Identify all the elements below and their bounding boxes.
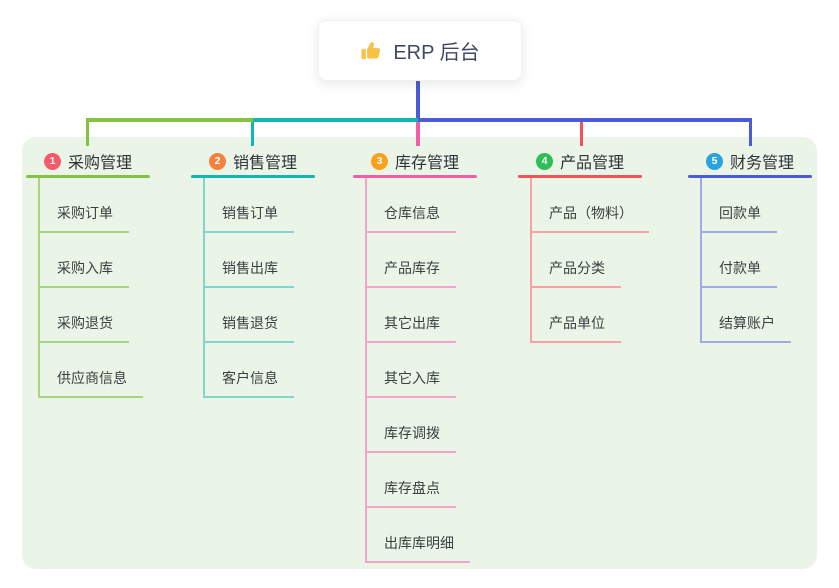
node-payment-order[interactable]: 付款单: [702, 233, 777, 288]
branch-title: 产品管理: [559, 155, 624, 172]
root-node-title: ERP 后台: [393, 42, 480, 64]
badge-3: 3: [370, 152, 388, 170]
bus-segment-green: [86, 118, 253, 122]
root-stem-connector: [416, 81, 420, 120]
node-other-outbound[interactable]: 其它出库: [367, 288, 456, 343]
mindmap-canvas-panel: [22, 137, 817, 569]
node-supplier-info[interactable]: 供应商信息: [40, 343, 143, 398]
branch-header-sales[interactable]: 2 销售管理: [191, 150, 315, 172]
branch-sales-management: 2 销售管理 销售订单 销售出库 销售退货 客户信息: [191, 150, 315, 398]
root-node-erp-backend[interactable]: ERP 后台: [318, 20, 522, 81]
branch-items: 采购订单 采购入库 采购退货 供应商信息: [38, 178, 150, 398]
branch-title: 采购管理: [67, 155, 132, 172]
node-purchase-order[interactable]: 采购订单: [40, 178, 129, 233]
branch-product-management: 4 产品管理 产品（物料） 产品分类 产品单位: [518, 150, 649, 343]
node-product-material[interactable]: 产品（物料）: [532, 178, 649, 233]
node-settlement-account[interactable]: 结算账户: [702, 288, 791, 343]
drop-connector-finance: [749, 118, 752, 146]
node-stock-transfer[interactable]: 库存调拨: [367, 398, 456, 453]
branch-items: 产品（物料） 产品分类 产品单位: [530, 178, 649, 343]
badge-4: 4: [535, 152, 553, 170]
badge-1: 1: [43, 152, 61, 170]
node-other-inbound[interactable]: 其它入库: [367, 343, 456, 398]
branch-header-product[interactable]: 4 产品管理: [518, 150, 642, 172]
branch-purchase-management: 1 采购管理 采购订单 采购入库 采购退货 供应商信息: [26, 150, 150, 398]
drop-connector-inventory: [416, 122, 420, 146]
node-product-category[interactable]: 产品分类: [532, 233, 621, 288]
branch-title: 销售管理: [232, 155, 297, 172]
branch-header-finance[interactable]: 5 财务管理: [688, 150, 812, 172]
node-purchase-inbound[interactable]: 采购入库: [40, 233, 129, 288]
node-product-stock[interactable]: 产品库存: [367, 233, 456, 288]
branch-header-inventory[interactable]: 3 库存管理: [353, 150, 477, 172]
drop-connector-purchase: [86, 118, 89, 146]
node-sales-order[interactable]: 销售订单: [205, 178, 294, 233]
branch-finance-management: 5 财务管理 回款单 付款单 结算账户: [688, 150, 812, 343]
drop-connector-product: [580, 122, 583, 146]
badge-2: 2: [208, 152, 226, 170]
branch-title: 库存管理: [394, 155, 459, 172]
branch-items: 销售订单 销售出库 销售退货 客户信息: [203, 178, 315, 398]
node-receipt-order[interactable]: 回款单: [702, 178, 777, 233]
branch-inventory-management: 3 库存管理 仓库信息 产品库存 其它出库 其它入库 库存调拨 库存盘点 出库库…: [353, 150, 477, 563]
node-customer-info[interactable]: 客户信息: [205, 343, 294, 398]
badge-5: 5: [705, 152, 723, 170]
node-purchase-return[interactable]: 采购退货: [40, 288, 129, 343]
branch-items: 仓库信息 产品库存 其它出库 其它入库 库存调拨 库存盘点 出库库明细: [365, 178, 477, 563]
branch-underline: [26, 175, 150, 178]
node-sales-outbound[interactable]: 销售出库: [205, 233, 294, 288]
branch-items: 回款单 付款单 结算账户: [700, 178, 812, 343]
branch-underline: [518, 175, 642, 178]
thumbs-up-icon: [360, 39, 383, 62]
node-warehouse-info[interactable]: 仓库信息: [367, 178, 456, 233]
node-outbound-detail[interactable]: 出库库明细: [367, 508, 470, 563]
drop-connector-sales: [251, 122, 254, 146]
node-product-unit[interactable]: 产品单位: [532, 288, 621, 343]
bus-segment-blue: [418, 118, 752, 122]
branch-title: 财务管理: [729, 155, 794, 172]
node-sales-return[interactable]: 销售退货: [205, 288, 294, 343]
branch-underline: [353, 175, 477, 178]
branch-underline: [191, 175, 315, 178]
bus-segment-teal: [253, 118, 418, 122]
node-stock-count[interactable]: 库存盘点: [367, 453, 456, 508]
branch-underline: [688, 175, 812, 178]
branch-header-purchase[interactable]: 1 采购管理: [26, 150, 150, 172]
